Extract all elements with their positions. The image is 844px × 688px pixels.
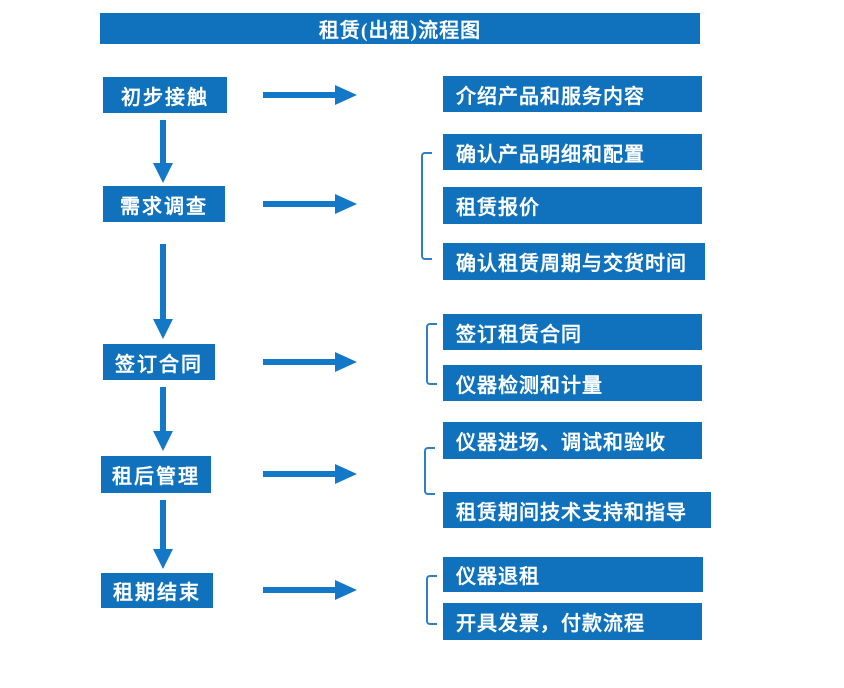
detail-box-introduce-products: 介绍产品和服务内容 [443, 76, 702, 112]
detail-box-invoice-payment: 开具发票，付款流程 [443, 603, 702, 640]
arrow-down-step3-icon [153, 387, 173, 451]
arrow-down-step4-icon [153, 500, 173, 569]
detail-box-instrument-setup-acceptance: 仪器进场、调试和验收 [443, 422, 702, 459]
detail-box-sign-rental-contract: 签订租赁合同 [443, 314, 702, 350]
bracket-group-sign-contract [426, 323, 437, 385]
detail-box-rental-quote: 租赁报价 [443, 187, 702, 224]
step-box-initial-contact: 初步接触 [103, 77, 227, 113]
detail-box-tech-support: 租赁期间技术支持和指导 [443, 492, 711, 528]
bracket-group-rental-end [426, 575, 437, 625]
flowchart-title: 租赁(出租)流程图 [100, 13, 700, 44]
arrow-right-step2-icon [263, 194, 357, 214]
bracket-group-demand-survey [421, 152, 432, 260]
arrow-down-step1-icon [153, 120, 173, 183]
detail-box-instrument-testing: 仪器检测和计量 [443, 365, 702, 401]
bracket-group-post-rental [424, 447, 435, 495]
arrow-down-step2-icon [153, 244, 173, 339]
step-box-sign-contract: 签订合同 [103, 344, 215, 380]
arrow-right-step1-icon [263, 85, 357, 105]
detail-box-instrument-return: 仪器退租 [443, 557, 703, 592]
arrow-right-step4-icon [263, 464, 357, 484]
step-box-demand-survey: 需求调查 [103, 186, 225, 222]
step-box-post-rental-management: 租后管理 [101, 456, 211, 493]
detail-box-confirm-rental-period: 确认租赁周期与交货时间 [443, 243, 705, 280]
arrow-right-step3-icon [263, 352, 357, 372]
detail-box-confirm-product-details: 确认产品明细和配置 [443, 134, 702, 170]
arrow-right-step5-icon [263, 580, 357, 600]
step-box-rental-end: 租期结束 [101, 573, 213, 608]
